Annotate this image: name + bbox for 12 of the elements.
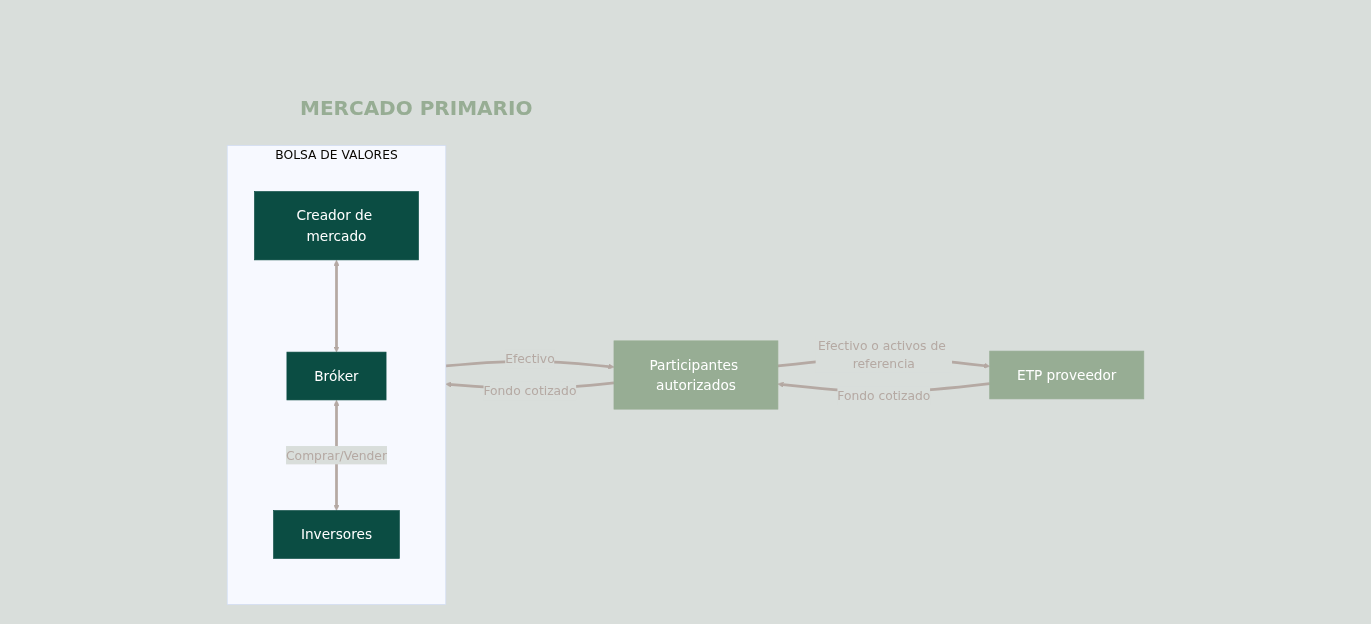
edge-label: Fondo cotizado	[837, 388, 931, 403]
edge-label: Fondo cotizado	[483, 383, 577, 399]
edge-label: Efectivo	[505, 351, 555, 367]
node-box: ETP proveedor	[989, 350, 1145, 400]
node-box: Bróker	[286, 351, 387, 401]
section-heading: MERCADO PRIMARIO	[300, 96, 533, 120]
edge-label: Comprar/Vender	[286, 448, 387, 463]
arrow	[333, 259, 340, 353]
node-box: Inversores	[273, 510, 400, 559]
node-box: Participantes autorizados	[613, 340, 779, 410]
node-box: Creador de mercado	[254, 191, 419, 261]
edge-label: Efectivo o activos de referencia	[817, 337, 946, 371]
